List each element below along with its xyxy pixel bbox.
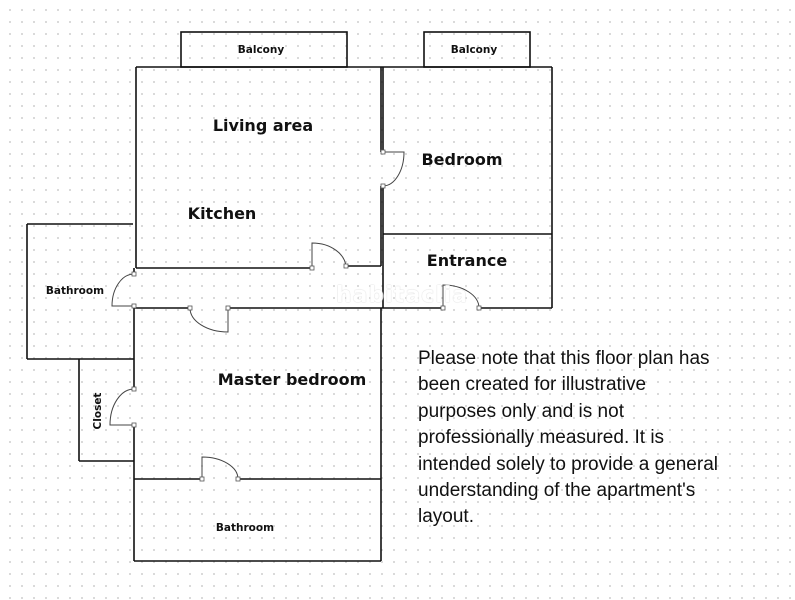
door-master-bedroom: [187, 305, 231, 333]
door-living-hall: [309, 242, 349, 271]
closet-label: Closet: [92, 393, 104, 430]
bedroom-label: Bedroom: [421, 150, 502, 169]
closet-walls: [78, 359, 134, 462]
kitchen-label: Kitchen: [188, 204, 257, 223]
door-closet: [109, 386, 137, 428]
bathroom-left-walls: [26, 223, 135, 389]
entrance-walls: [382, 234, 553, 309]
living-area-walls: [135, 66, 383, 269]
bathroom-left-label: Bathroom: [46, 285, 104, 297]
watermark-logo: habitaclia: [336, 283, 469, 308]
bathroom-bottom-walls: [133, 479, 382, 562]
balcony-left-label: Balcony: [238, 44, 285, 56]
master-bedroom-walls: [133, 307, 443, 480]
disclaimer-note: Please note that this floor plan has bee…: [418, 348, 718, 528]
bathroom-bottom-label: Bathroom: [216, 522, 274, 534]
balcony-right-label: Balcony: [451, 44, 498, 56]
door-entrance: [440, 284, 482, 311]
door-bathroom-bottom: [199, 456, 241, 482]
door-bathroom-left: [111, 271, 137, 309]
living-area-label: Living area: [213, 116, 313, 135]
master-bedroom-label: Master bedroom: [218, 370, 367, 389]
door-living-bedroom: [380, 149, 405, 189]
bedroom-walls: [382, 66, 553, 235]
entrance-label: Entrance: [427, 251, 508, 270]
